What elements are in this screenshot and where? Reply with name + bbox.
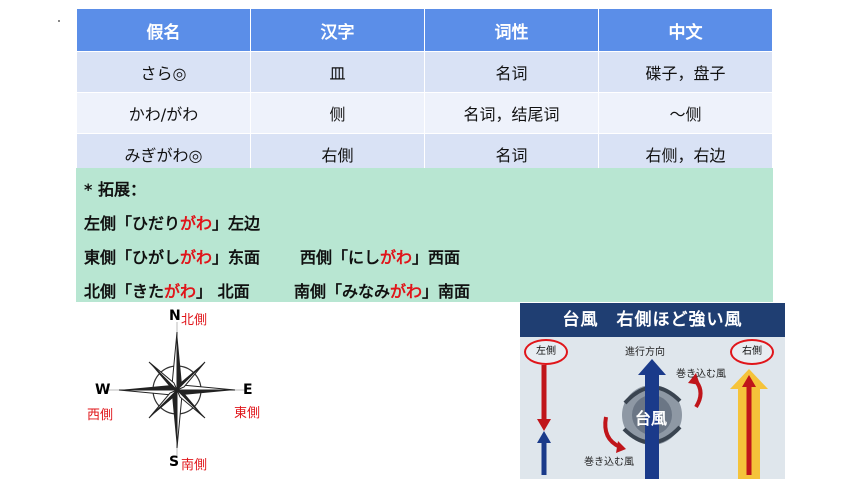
text: 東側「ひがし: [84, 248, 181, 267]
cell-pos: 名词，结尾词: [424, 92, 599, 134]
table-row: かわ/がわ 侧 名词，结尾词 ～侧: [76, 92, 773, 134]
text: 」南面: [422, 282, 471, 301]
cell-kanji: 侧: [250, 92, 425, 134]
compass-rose-icon: [107, 322, 247, 458]
compass-s: S: [169, 454, 180, 470]
extension-line-south: 南側「みなみがわ」南面: [294, 278, 470, 302]
highlight-gawa: がわ: [180, 248, 213, 267]
highlight-gawa: がわ: [380, 248, 413, 267]
header-part-of-speech: 词性: [424, 8, 599, 52]
compass-figure: N 北側 S 南側 E 東側 W 西側: [85, 306, 275, 476]
text: 左側「ひだり: [84, 214, 181, 233]
table-header-row: 假名 汉字 词性 中文: [76, 8, 773, 52]
extension-line-east: 東側「ひがしがわ」东面: [84, 244, 260, 268]
table-row: さら◎ 皿 名词 碟子，盘子: [76, 51, 773, 93]
extension-title: * 拓展：: [84, 180, 146, 199]
header-kana: 假名: [76, 8, 251, 52]
left-side-marker: 左側: [524, 339, 568, 365]
right-side-marker: 右側: [730, 339, 774, 365]
cell-chinese: 碟子，盘子: [598, 51, 773, 93]
compass-south-label: 南側: [181, 458, 208, 473]
header-kanji: 汉字: [250, 8, 425, 52]
typhoon-diagram: 台風 右側ほど強い風 左側 右側 進行方向 巻き込む風 巻き込む風 台風: [520, 303, 785, 479]
highlight-gawa: がわ: [164, 282, 197, 301]
text: 南側「みなみ: [294, 282, 391, 301]
extension-line-north: 北側「きたがわ」 北面: [84, 278, 250, 302]
compass-e: E: [243, 382, 253, 398]
stray-dot: [58, 20, 60, 22]
typhoon-center-label: 台風: [635, 409, 668, 428]
wind-label-bottom: 巻き込む風: [584, 457, 634, 468]
highlight-gawa: がわ: [180, 214, 213, 233]
text: 」左边: [212, 214, 261, 233]
text: 西側「にし: [300, 248, 381, 267]
cell-pos: 名词: [424, 51, 599, 93]
typhoon-title: 台風 右側ほど強い風: [520, 303, 785, 337]
extension-box: * 拓展： 左側「ひだりがわ」左边 東側「ひがしがわ」东面 西側「にしがわ」西面…: [76, 168, 773, 302]
extension-line-west: 西側「にしがわ」西面: [300, 244, 460, 268]
compass-n: N: [169, 308, 181, 324]
extension-line-left: 左側「ひだりがわ」左边: [84, 210, 260, 234]
text: 」西面: [412, 248, 461, 267]
text: 」东面: [212, 248, 261, 267]
text: 」 北面: [196, 282, 250, 301]
cell-chinese: ～侧: [598, 92, 773, 134]
typhoon-arrows-icon: [537, 359, 768, 479]
direction-label: 進行方向: [625, 347, 665, 358]
compass-north-label: 北側: [181, 313, 208, 328]
compass-west-label: 西側: [87, 408, 114, 423]
cell-kana: さら◎: [76, 51, 251, 93]
highlight-gawa: がわ: [390, 282, 423, 301]
header-chinese: 中文: [598, 8, 773, 52]
compass-w: W: [95, 382, 111, 398]
text: 北側「きた: [84, 282, 165, 301]
compass-east-label: 東側: [234, 406, 261, 421]
cell-kana: かわ/がわ: [76, 92, 251, 134]
vocabulary-table: 假名 汉字 词性 中文 さら◎ 皿 名词 碟子，盘子 かわ/がわ 侧 名词，结尾…: [76, 8, 773, 175]
wind-label-top: 巻き込む風: [676, 369, 726, 380]
cell-kanji: 皿: [250, 51, 425, 93]
